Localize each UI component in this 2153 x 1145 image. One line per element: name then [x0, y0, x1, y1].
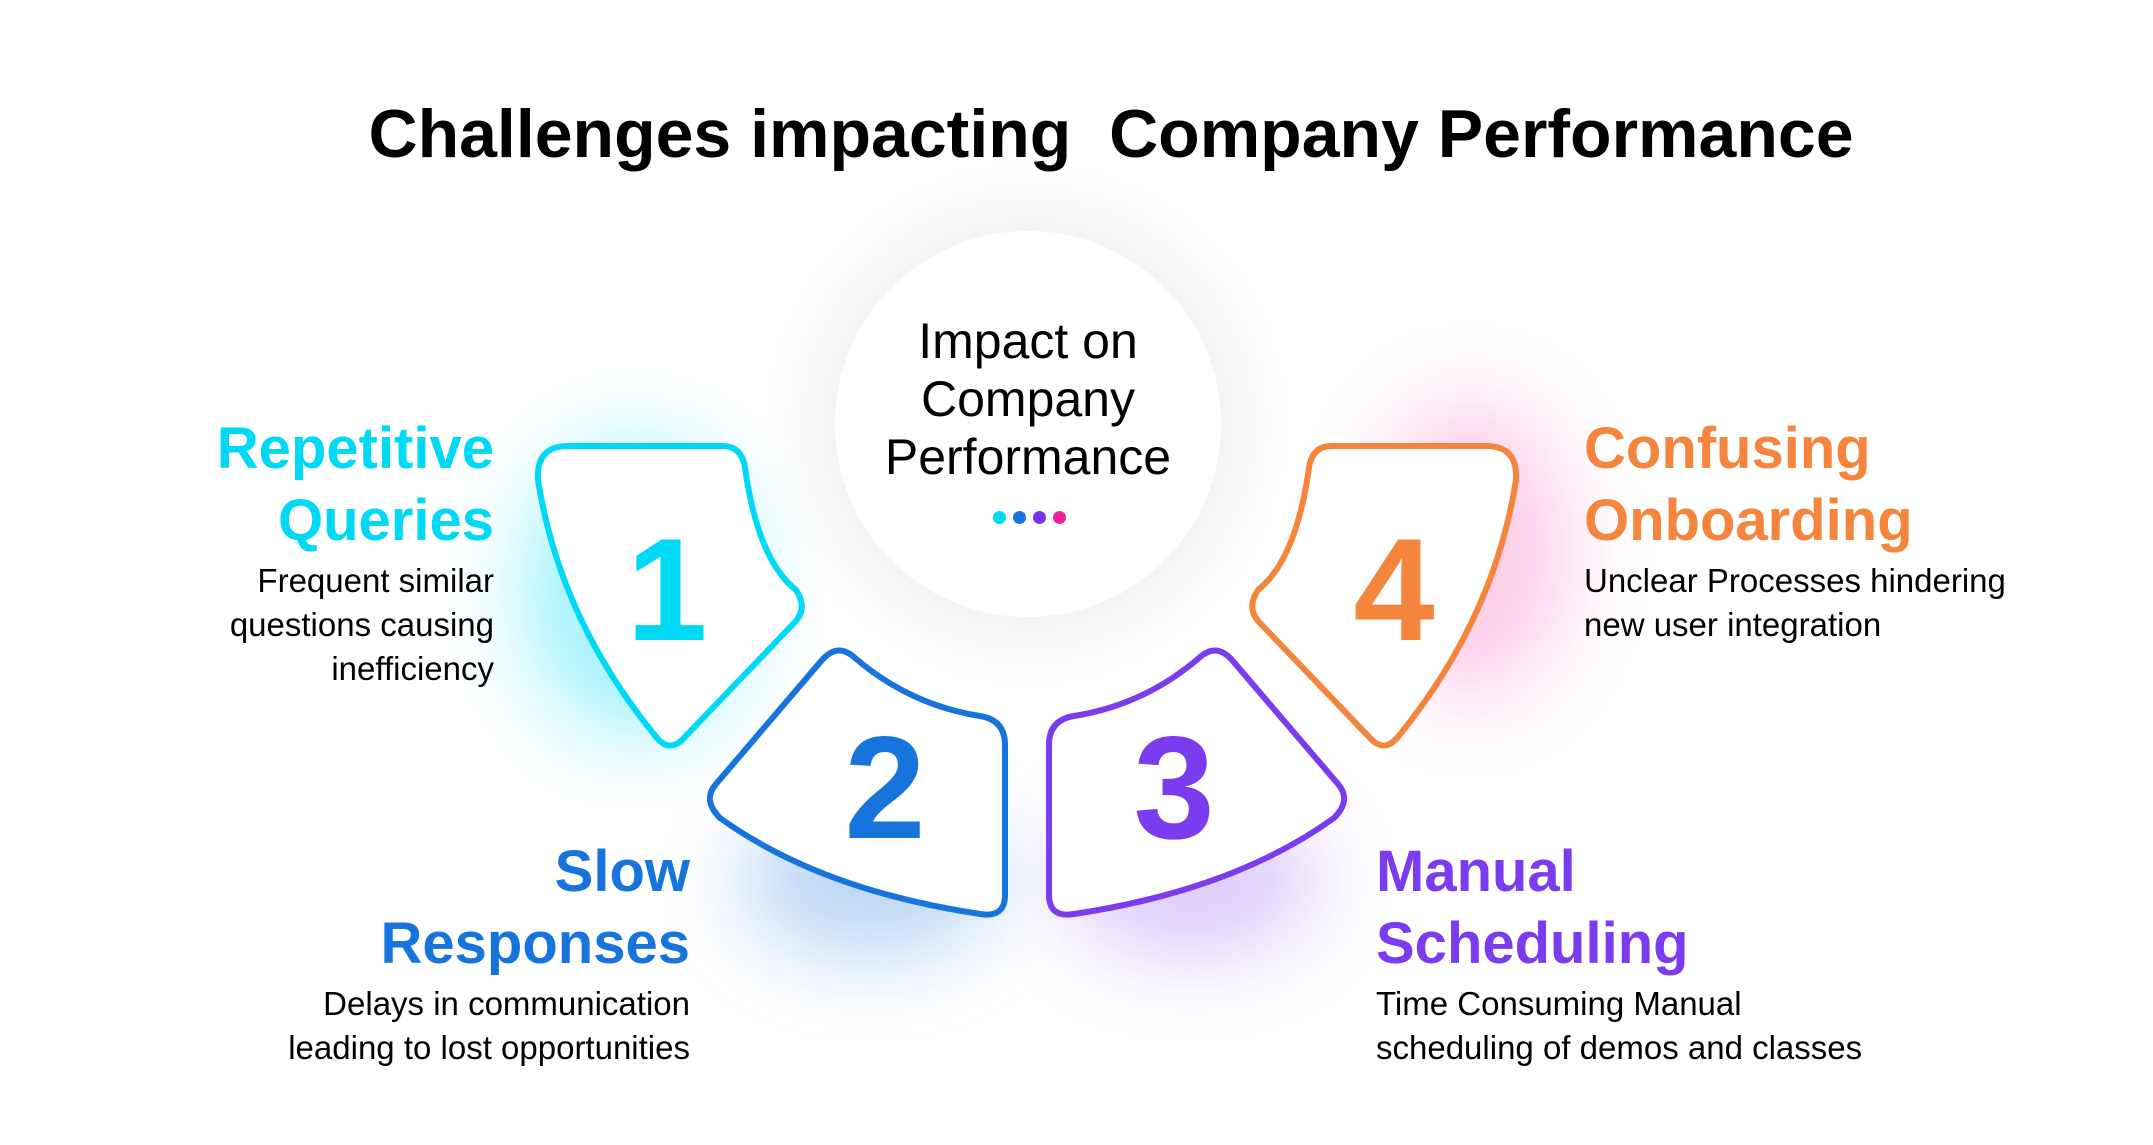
segment-number: 2: [844, 706, 925, 869]
challenge-heading: Manual Scheduling: [1376, 836, 1862, 980]
segment-2: 2: [707, 647, 1008, 918]
challenge-description: Unclear Processes hindering new user int…: [1584, 559, 2006, 647]
description-line: inefficiency: [331, 650, 494, 687]
heading-line: Repetitive: [216, 416, 494, 481]
page-title: Challenges impacting Company Performance: [368, 96, 1854, 172]
segment-number: 1: [626, 508, 707, 671]
heading-line: Scheduling: [1376, 911, 1689, 976]
segment-1: 1: [534, 443, 805, 749]
segment-3: 3: [1046, 647, 1347, 918]
challenge-heading: Repetitive Queries: [217, 413, 494, 557]
center-circle: [835, 231, 1221, 617]
challenge-manual-scheduling: Manual Scheduling Time Consuming Manual …: [1376, 836, 1862, 1070]
description-line: Time Consuming Manual: [1376, 985, 1742, 1022]
center-line: Company: [921, 371, 1135, 427]
segment-number: 3: [1133, 706, 1214, 869]
heading-line: Onboarding: [1584, 488, 1913, 553]
dot-cyan: [993, 511, 1006, 524]
dot-blue: [1013, 511, 1026, 524]
center-line: Impact on: [918, 313, 1138, 369]
description-line: new user integration: [1584, 606, 1882, 643]
heading-line: Queries: [278, 488, 494, 553]
dot-pink: [1053, 511, 1066, 524]
color-dots: [993, 511, 1066, 524]
description-line: Frequent similar: [257, 562, 494, 599]
heading-line: Confusing: [1584, 416, 1871, 481]
challenge-slow-responses: Slow Responses Delays in communication l…: [288, 836, 690, 1070]
description-line: questions causing: [229, 606, 494, 643]
challenge-heading: Confusing Onboarding: [1584, 413, 2006, 557]
challenge-confusing-onboarding: Confusing Onboarding Unclear Processes h…: [1584, 413, 2006, 647]
center-label: Impact on Company Performance: [835, 312, 1221, 486]
segment-number: 4: [1353, 508, 1434, 671]
description-line: Unclear Processes hindering: [1584, 562, 2006, 599]
challenge-heading: Slow Responses: [288, 836, 690, 980]
center-line: Performance: [884, 429, 1172, 485]
description-line: leading to lost opportunities: [288, 1029, 690, 1066]
challenge-repetitive-queries: Repetitive Queries Frequent similar ques…: [217, 413, 494, 691]
dot-purple: [1033, 511, 1046, 524]
heading-line: Manual: [1376, 839, 1576, 904]
description-line: scheduling of demos and classes: [1376, 1029, 1863, 1066]
challenge-description: Delays in communication leading to lost …: [288, 982, 690, 1070]
heading-line: Slow: [554, 839, 690, 904]
segment-4: 4: [1249, 443, 1520, 749]
challenge-description: Frequent similar questions causing ineff…: [217, 559, 494, 691]
heading-line: Responses: [380, 911, 690, 976]
description-line: Delays in communication: [323, 985, 690, 1022]
challenge-description: Time Consuming Manual scheduling of demo…: [1376, 982, 1862, 1070]
